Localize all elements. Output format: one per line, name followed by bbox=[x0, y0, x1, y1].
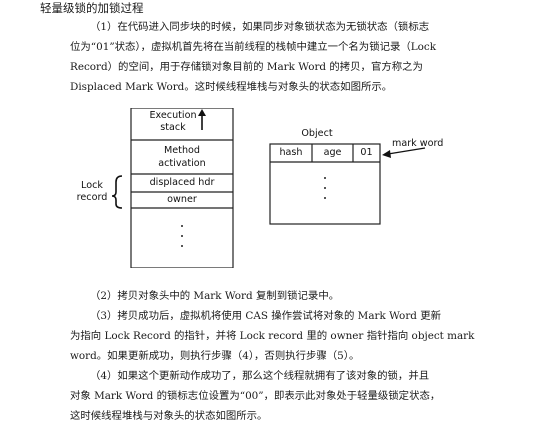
paragraph-line: Displaced Mark Word。这时候线程堆栈与对象头的状态如图所示。 bbox=[70, 81, 393, 93]
diagram-lines bbox=[111, 108, 426, 268]
mark-word-label: mark word bbox=[392, 138, 444, 149]
paragraph-step-3: （3）拷贝成功后，虚拟机将使用 CAS 操作尝试将对象的 Mark Word 更… bbox=[70, 306, 490, 366]
lock-record-diagram: Execution stack Method activation displa… bbox=[70, 108, 460, 268]
paragraph-line: 这时候线程堆栈与对象头的状态如图所示。 bbox=[70, 410, 268, 422]
paragraph-line: （4）如果这个更新动作成功了，那么这个线程就拥有了该对象的锁，并且 bbox=[90, 370, 430, 382]
method-activation-label: Method activation bbox=[158, 145, 206, 169]
paragraph-line: word。如果更新成功，则执行步骤（4），否则执行步骤（5）。 bbox=[70, 350, 360, 362]
paragraph-line: （3）拷贝成功后，虚拟机将使用 CAS 操作尝试将对象的 Mark Word 更… bbox=[90, 310, 442, 322]
paragraph-line: 为指向 Lock Record 的指针，并将 Lock record 里的 ow… bbox=[70, 330, 475, 342]
paragraph-line: （2）拷贝对象头中的 Mark Word 复制到锁记录中。 bbox=[90, 290, 340, 302]
object-title: Object bbox=[301, 128, 333, 139]
paragraph-line: 位为“01”状态），虚拟机首先将在当前线程的栈帧中建立一个名为锁记录（Lock bbox=[70, 41, 437, 53]
owner-label: owner bbox=[167, 194, 197, 205]
paragraph-line: （1）在代码进入同步块的时候，如果同步对象锁状态为无锁状态（锁标志 bbox=[90, 21, 430, 33]
paragraph-step-4: （4）如果这个更新动作成功了，那么这个线程就拥有了该对象的锁，并且 对象 Mar… bbox=[70, 366, 490, 426]
object-field-age: age bbox=[323, 147, 342, 158]
paragraph-line: 对象 Mark Word 的锁标志位设置为“00”，即表示此对象处于轻量级锁定状… bbox=[70, 390, 441, 402]
execution-stack-label: Execution stack bbox=[149, 110, 197, 133]
lock-record-label: Lock record bbox=[76, 180, 108, 203]
displaced-hdr-label: displaced hdr bbox=[149, 177, 215, 188]
object-field-hash: hash bbox=[279, 147, 303, 158]
object-field-lock-bits: 01 bbox=[360, 147, 373, 158]
paragraph-step-2: （2）拷贝对象头中的 Mark Word 复制到锁记录中。 bbox=[70, 286, 490, 306]
section-heading: 轻量级锁的加锁过程 bbox=[40, 1, 144, 15]
paragraph-step-1: （1）在代码进入同步块的时候，如果同步对象锁状态为无锁状态（锁标志 位为“01”… bbox=[70, 17, 490, 97]
paragraph-line: Record）的空间，用于存储锁对象目前的 Mark Word 的拷贝，官方称之… bbox=[70, 61, 423, 73]
